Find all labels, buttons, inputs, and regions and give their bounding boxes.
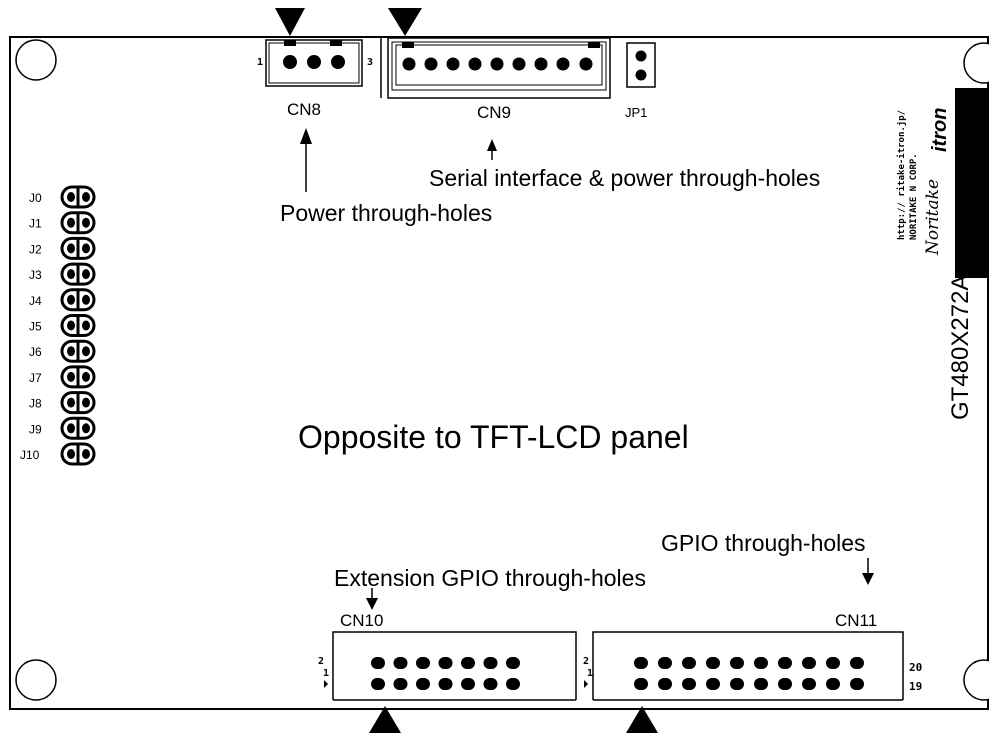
logo-script: Noritake	[923, 179, 943, 256]
cn10-pin	[461, 678, 475, 690]
cn8-pin1-label: 1	[257, 57, 263, 68]
jumper-j0: J0	[29, 185, 96, 209]
cn10-connector	[324, 631, 577, 701]
cn11-pin	[658, 657, 672, 669]
cn10-pin	[416, 657, 430, 669]
cn10-pin	[393, 678, 408, 690]
gpio-annotation: GPIO through-holes	[661, 530, 866, 556]
cn10-marker-triangle	[369, 706, 401, 733]
jumper-label: J4	[29, 294, 42, 308]
logo-brand: itron	[929, 108, 951, 152]
jumper-j9: J9	[29, 416, 96, 440]
cn8-connector	[265, 39, 363, 87]
cn11-pin	[802, 678, 816, 690]
logo-black-bar	[955, 88, 988, 278]
jumper-label: J3	[29, 268, 42, 282]
cn11-pin	[730, 678, 744, 690]
cn8-label: CN8	[287, 100, 321, 119]
cn9-label: CN9	[477, 103, 511, 122]
jumper-j3: J3	[29, 262, 96, 286]
cn11-pin	[706, 657, 720, 669]
cn11-connector	[584, 631, 904, 701]
cn9-marker-triangle	[388, 8, 422, 36]
power-arrow	[300, 128, 312, 192]
jumper-label: J10	[20, 448, 40, 462]
cn8-pin3-label: 3	[367, 57, 373, 68]
cn10-pin	[438, 678, 453, 690]
cn11-pin	[802, 657, 816, 669]
jumper-label: J9	[29, 422, 42, 436]
jumper-label: J1	[29, 217, 42, 231]
jumper-j1: J1	[29, 211, 96, 235]
jumper-j8: J8	[29, 391, 96, 415]
cn10-pin2-label: 2	[318, 656, 324, 667]
maker-text: NORITAKE N CORP.	[909, 153, 919, 240]
jumper-j10: J10	[20, 442, 96, 466]
cn8-marker-triangle	[275, 8, 305, 36]
cn10-pin	[371, 678, 385, 690]
cn11-pin	[682, 678, 696, 690]
serial-arrow	[487, 139, 497, 160]
cn11-pin	[634, 678, 648, 690]
jumper-j6: J6	[29, 339, 96, 363]
cn9-connector	[380, 37, 611, 99]
cn11-pin	[634, 657, 648, 669]
cn11-pin	[754, 657, 768, 669]
cn10-pin1-label: 1	[323, 668, 329, 679]
mounting-hole-bottom-left	[15, 659, 57, 701]
jumper-label: J8	[29, 397, 42, 411]
ext-gpio-annotation: Extension GPIO through-holes	[334, 565, 646, 591]
jumper-label: J5	[29, 320, 42, 334]
cn10-pin	[506, 657, 520, 669]
cn11-pin	[730, 657, 744, 669]
cn11-pin	[826, 657, 840, 669]
cn11-pin19-label: 19	[909, 680, 922, 693]
cn10-pin	[416, 678, 430, 690]
serial-annotation: Serial interface & power through-holes	[429, 165, 820, 191]
cn11-pin20-label: 20	[909, 661, 922, 674]
side-label: Opposite to TFT-LCD panel	[298, 419, 689, 455]
jp1-jumper	[626, 42, 656, 88]
jumper-label: J0	[29, 191, 42, 205]
cn11-pin2-label: 2	[583, 656, 589, 667]
jp1-label: JP1	[625, 105, 647, 120]
ext-gpio-arrow	[366, 588, 378, 610]
cn10-label: CN10	[340, 611, 383, 630]
cn10-pin	[461, 657, 475, 669]
cn11-pin	[778, 678, 792, 690]
cn10-pin	[371, 657, 385, 669]
mounting-hole-top-left	[15, 39, 57, 81]
jumper-j2: J2	[29, 236, 96, 260]
url-text: http:// ritake-itron.jp/	[896, 110, 907, 240]
cn11-pin	[826, 678, 840, 690]
jumper-j5: J5	[29, 314, 96, 337]
model-label: GT480X272A-	[947, 267, 974, 420]
cn11-pin	[778, 657, 792, 669]
power-annotation: Power through-holes	[280, 200, 492, 226]
cn11-pin	[658, 678, 672, 690]
cn11-pin	[850, 657, 864, 669]
cn10-pin	[483, 678, 498, 690]
cn11-pin	[754, 678, 768, 690]
cn11-label: CN11	[835, 611, 877, 630]
jumper-label: J6	[29, 345, 42, 359]
cn10-pin	[483, 657, 498, 669]
jumper-label: J2	[29, 242, 42, 256]
cn10-pin	[393, 657, 408, 669]
cn11-pin	[682, 657, 696, 669]
cn10-pin	[506, 678, 520, 690]
jumper-j7: J7	[29, 365, 96, 389]
cn11-pin1-label: 1	[587, 668, 593, 679]
cn10-pin	[438, 657, 453, 669]
cn11-marker-triangle	[626, 706, 658, 733]
cn11-pin	[706, 678, 720, 690]
gpio-arrow	[862, 558, 874, 585]
cn11-pin	[850, 678, 864, 690]
board-outline	[9, 36, 989, 710]
jumper-label: J7	[29, 371, 42, 385]
jumper-j4: J4	[29, 288, 96, 312]
